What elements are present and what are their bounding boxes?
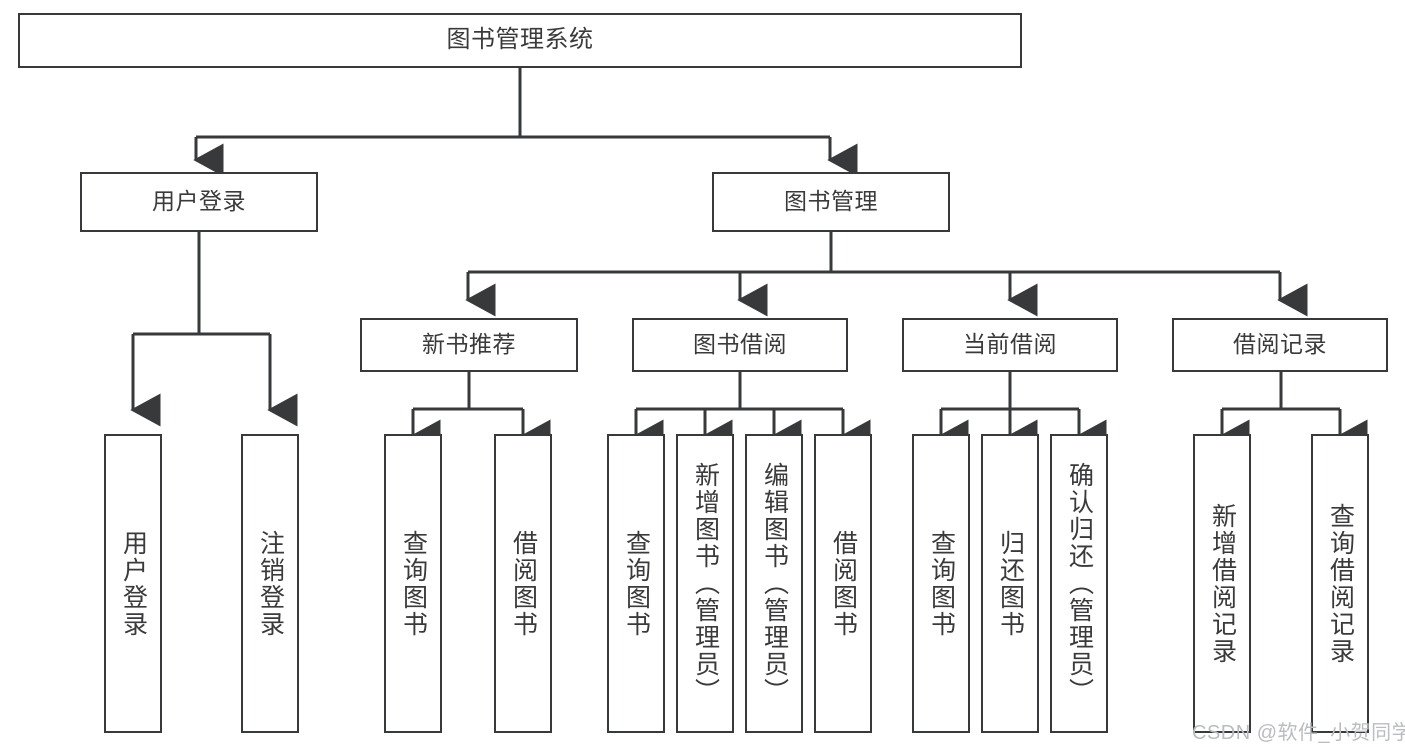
node-label: 查询图书 [399,529,428,638]
node-label: 查询借阅记录 [1326,502,1355,665]
node-label: 归还图书 [996,529,1025,638]
node-label: 图书管理 [784,188,878,215]
node-label: 当前借阅 [963,331,1057,358]
node-label: 查询图书 [622,529,651,638]
node-root-book-management-system[interactable]: 图书管理系统 [18,13,1022,68]
node-label: 图书借阅 [693,331,787,358]
leaf-add-book[interactable]: 新增图书（管理员） [676,434,734,733]
node-current-borrow[interactable]: 当前借阅 [902,318,1118,372]
node-label: 图书管理系统 [446,26,594,54]
node-book-borrow[interactable]: 图书借阅 [632,318,848,372]
leaf-add-record[interactable]: 新增借阅记录 [1193,434,1251,733]
node-label: 用户登录 [152,188,246,215]
node-user-login[interactable]: 用户登录 [80,172,318,232]
node-label: 编辑图书（管理员） [760,462,789,705]
leaf-query-book-3[interactable]: 查询图书 [912,434,970,733]
leaf-query-book-1[interactable]: 查询图书 [384,434,442,733]
leaf-borrow-book-1[interactable]: 借阅图书 [494,434,552,733]
leaf-logout-login[interactable]: 注销登录 [241,434,299,733]
leaf-query-book-2[interactable]: 查询图书 [607,434,665,733]
node-label: 借阅记录 [1233,331,1327,358]
csdn-watermark: CSDN @软件_小贺同学 [1192,722,1405,744]
leaf-confirm-return[interactable]: 确认归还（管理员） [1050,434,1108,733]
node-label: 确认归还（管理员） [1065,462,1094,705]
node-label: 新增借阅记录 [1208,502,1237,665]
node-label: 借阅图书 [509,529,538,638]
leaf-borrow-book-2[interactable]: 借阅图书 [814,434,872,733]
leaf-query-record[interactable]: 查询借阅记录 [1311,434,1369,733]
node-label: 查询图书 [927,529,956,638]
node-label: 新增图书（管理员） [691,462,720,705]
node-label: 借阅图书 [829,529,858,638]
node-borrow-record[interactable]: 借阅记录 [1172,318,1388,372]
node-book-management[interactable]: 图书管理 [712,172,950,232]
node-new-book-recommend[interactable]: 新书推荐 [360,318,578,372]
leaf-return-book[interactable]: 归还图书 [981,434,1039,733]
leaf-user-login[interactable]: 用户登录 [104,434,162,733]
node-label: 用户登录 [119,529,148,638]
leaf-edit-book[interactable]: 编辑图书（管理员） [745,434,803,733]
node-label: 新书推荐 [422,331,516,358]
node-label: 注销登录 [256,529,285,638]
